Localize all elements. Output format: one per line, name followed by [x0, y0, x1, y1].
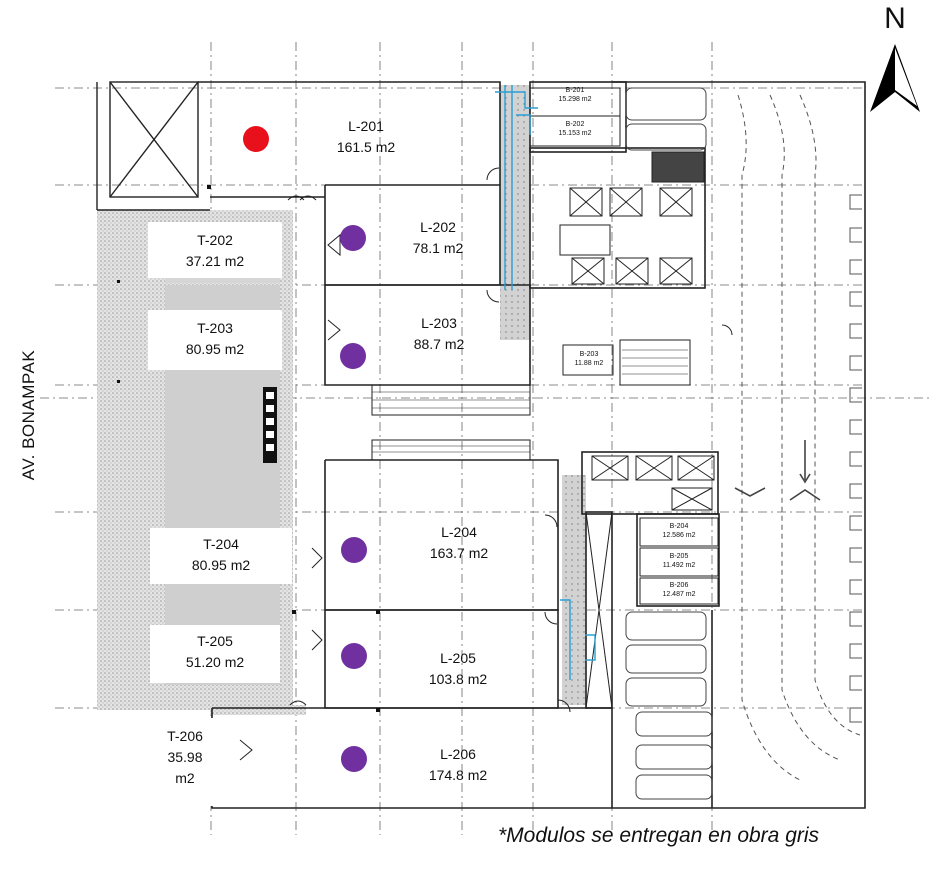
walls [198, 81, 866, 809]
parking-stalls [625, 87, 713, 800]
unit-label-l206: L-206 174.8 m2 [410, 744, 506, 786]
unit-label-l203: L-203 88.7 m2 [391, 313, 487, 355]
unit-area: 51.20 m2 [185, 654, 245, 670]
unit-label-l202: L-202 78.1 m2 [390, 217, 486, 259]
unit-name: T-204 [203, 536, 239, 552]
unit-label-l205: L-205 103.8 m2 [410, 648, 506, 690]
street-name: AV. BONAMPAK [19, 349, 38, 481]
unit-area: 174.8 m2 [428, 767, 488, 783]
status-dot-l204 [341, 537, 367, 563]
status-dot-l205 [341, 643, 367, 669]
void-block [96, 81, 210, 211]
street-label: AV. BONAMPAK [9, 330, 49, 500]
unit-area: 88.7 m2 [413, 336, 465, 352]
unit-area: 161.5 m2 [336, 139, 396, 155]
ramp-curves [737, 94, 861, 781]
unit-name: L-201 [348, 118, 384, 134]
status-dot-l203 [340, 343, 366, 369]
unit-name: T-203 [197, 320, 233, 336]
unit-area: 163.7 m2 [429, 545, 489, 561]
elevator-core [372, 87, 719, 605]
unit-name: L-202 [420, 219, 456, 235]
unit-label-t205: T-205 51.20 m2 [150, 625, 280, 683]
north-arrow-icon [870, 44, 920, 112]
unit-area: 103.8 m2 [428, 671, 488, 687]
right-stalls [849, 194, 862, 723]
ramp-arrows [734, 440, 821, 501]
unit-area: 80.95 m2 [185, 341, 245, 357]
unit-area: 35.98 [167, 749, 203, 765]
door-swings [239, 167, 733, 761]
unit-name: T-202 [197, 232, 233, 248]
unit-name: T-206 [167, 728, 203, 744]
unit-area: 78.1 m2 [412, 240, 464, 256]
footnote: *Modulos se entregan en obra gris [498, 824, 820, 847]
unit-area-unit: m2 [175, 770, 195, 786]
unit-area: 37.21 m2 [185, 253, 245, 269]
unit-label-l204: L-204 163.7 m2 [411, 522, 507, 564]
unit-name: L-205 [440, 650, 476, 666]
north-arrow: N [865, 2, 925, 114]
unit-label-t206: T-206 35.98 m2 [134, 718, 236, 806]
status-dot-l202 [340, 225, 366, 251]
unit-label-t202: T-202 37.21 m2 [148, 222, 282, 278]
unit-name: L-203 [421, 315, 457, 331]
unit-name: L-204 [441, 524, 477, 540]
unit-label-t204: T-204 80.95 m2 [150, 528, 292, 584]
north-letter: N [884, 2, 906, 35]
unit-name: L-206 [440, 746, 476, 762]
status-dot-l201 [243, 126, 269, 152]
unit-name: T-205 [197, 633, 233, 649]
unit-label-t203: T-203 80.95 m2 [148, 310, 282, 370]
status-dot-l206 [341, 746, 367, 772]
unit-area: 80.95 m2 [191, 557, 251, 573]
column-holes [266, 392, 274, 451]
unit-label-l201: L-201 161.5 m2 [318, 116, 414, 158]
duct-lines [495, 85, 596, 680]
